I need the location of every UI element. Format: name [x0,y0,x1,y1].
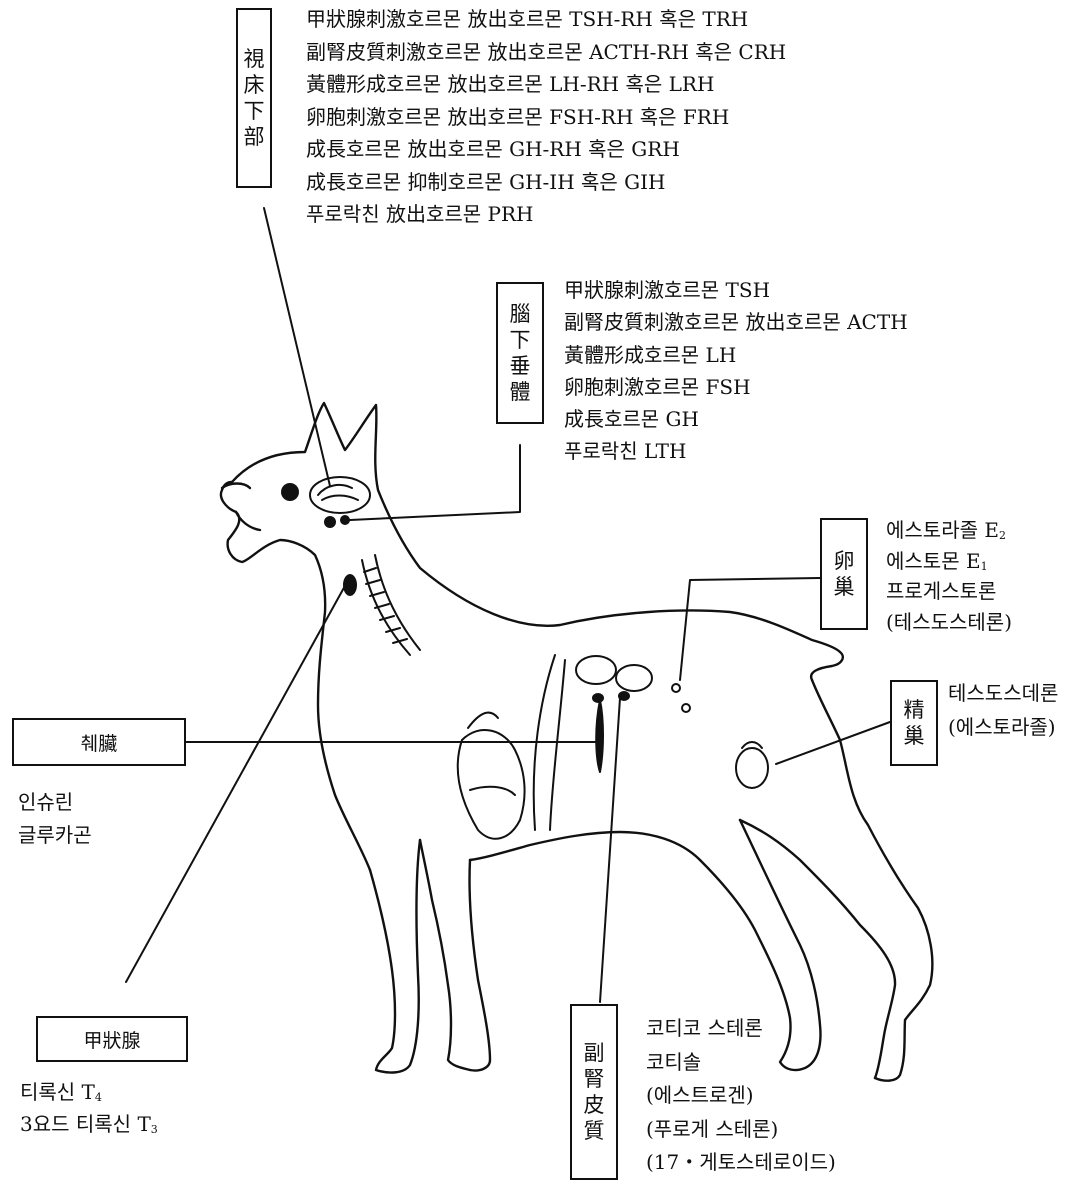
item-text: (테스도스테론) [886,609,1013,634]
pituitary-label-char: 腦 [509,302,531,326]
list-item: 卵胞刺激호르몬 FSH [564,374,751,399]
adrenal-label-char: 質 [583,1119,605,1143]
list-item: (푸로게 스테론) [646,1116,779,1141]
pituitary-dot [324,516,336,528]
list-item: 成長호르몬 放出호르몬 GH-RH 혹은 GRH [306,137,680,161]
ovary-hormone-list: 에스토라졸 E2 에스토몬 E1 프로게스토론 (테스도스테론) [886,515,1012,637]
list-item: 에스토몬 E1 [886,546,1012,577]
ovary-line [679,577,821,681]
adrenal-cortex-label-box: 副 腎 皮 質 [570,1004,618,1180]
hypothalamus-label-char: 部 [243,125,265,149]
list-item: 甲狀腺刺激호르몬 TSH [564,278,771,302]
adrenal-label-char: 皮 [583,1093,605,1117]
item-subscript: 1 [980,559,988,573]
thyroid-label-box: 甲狀腺 [36,1016,188,1062]
ovary-label-char: 卵 [833,549,855,573]
organ-sketches [281,476,769,840]
hypothalamus-label-char: 床 [243,73,265,97]
pituitary-label-char: 體 [509,380,531,404]
adrenal-sliver [595,699,604,773]
pancreas-label: 췌臟 [80,732,118,755]
item-text: 에스토라졸 E [886,518,999,542]
item-text: 3요드 티록신 T [20,1112,151,1136]
pituitary-label-char: 下 [509,328,531,352]
list-item: 테스도스데론 [948,681,1059,705]
list-item: (에스토라졸) [948,715,1056,739]
item-text: 프로게스토론 [886,579,997,603]
testis-hormone-list: 테스도스데론 (에스토라졸) [948,676,1058,744]
ovary-label-char: 巢 [833,575,855,599]
adrenal-line [599,697,621,1003]
list-item: 글루카곤 [18,823,92,847]
ovary-dot [671,683,681,693]
ovary-label-box: 卵 巢 [820,518,868,630]
list-item: 푸로락친 放出호르몬 PRH [306,202,534,226]
item-subscript: 3 [150,1123,158,1136]
item-subscript: 2 [998,529,1006,542]
list-item: 黃體形成호르몬 放出호르몬 LH-RH 혹은 LRH [306,72,715,96]
thyroid-hormone-list: 티록신 T4 3요드 티록신 T3 [20,1076,158,1140]
item-subscript: 4 [94,1091,102,1104]
item-text: 에스토몬 E [886,548,981,573]
leader-lines [125,207,891,1003]
adrenal-label-char: 副 [583,1041,605,1065]
hypothalamus-line [263,207,331,487]
list-item: 副腎皮質刺激호르몬 放出호르몬 ACTH [564,310,908,335]
testis-label-box: 精 巢 [890,680,938,766]
testis-label-char: 精 [903,698,925,722]
list-item: 티록신 T4 [20,1076,158,1108]
list-item: 成長호르몬 GH [564,407,699,432]
hypothalamus-label-char: 視 [243,47,265,71]
testis-shape [735,747,769,789]
eye-shape [281,483,299,501]
list-item: 코티코 스테론 [646,1016,763,1040]
adrenal-label-char: 腎 [583,1067,605,1091]
list-item: 코티솔 [646,1049,702,1074]
hypothalamus-hormone-list: 甲狀腺刺激호르몬 放出호르몬 TSH-RH 혹은 TRH 副腎皮質刺激호르몬 放… [306,3,786,231]
list-item: 黃體形成호르몬 LH [564,342,737,367]
list-item: 副腎皮質刺激호르몬 放出호르몬 ACTH-RH 혹은 CRH [306,39,787,64]
dog-outline [219,401,934,1082]
testis-line [775,721,891,765]
thyroid-dot [343,574,357,596]
pituitary-line [349,444,521,521]
list-item: 인슈린 [18,790,74,814]
list-item: 에스토라졸 E2 [886,515,1012,546]
pituitary-hormone-list: 甲狀腺刺激호르몬 TSH 副腎皮質刺激호르몬 放出호르몬 ACTH 黃體形成호르… [564,274,908,468]
item-text: 티록신 T [20,1080,95,1104]
testis-label-char: 巢 [903,724,925,748]
thyroid-line [125,583,347,983]
list-item: 프로게스토론 [886,576,1012,607]
kidney-right [615,664,653,692]
kidney-left [575,655,617,685]
pancreas-label-box: 췌臟 [12,718,186,766]
list-item: 卵胞刺激호르몬 放出호르몬 FSH-RH 혹은 FRH [306,104,730,129]
list-item: 3요드 티록신 T3 [20,1108,158,1140]
list-item: 成長호르몬 抑制호르몬 GH-IH 혹은 GIH [306,169,666,194]
pancreas-hormone-list: 인슈린 글루카곤 [18,786,92,852]
list-item: (테스도스테론) [886,607,1012,638]
list-item: 푸로락친 LTH [564,439,687,464]
brain-shape [309,476,371,514]
hypothalamus-label-char: 下 [243,99,265,123]
heart-shape [456,729,526,840]
list-item: 甲狀腺刺激호르몬 放出호르몬 TSH-RH 혹은 TRH [306,7,749,31]
hypothalamus-label-box: 視 床 下 部 [236,8,272,188]
pituitary-label-char: 垂 [509,354,531,378]
adrenal-cortex-hormone-list: 코티코 스테론 코티솔 (에스트로겐) (푸로게 스테론) (17・게토스테로이… [646,1012,836,1180]
list-item: (에스트로겐) [646,1083,754,1107]
thyroid-label: 甲狀腺 [83,1029,141,1052]
list-item: (17・게토스테로이드) [646,1150,836,1174]
pituitary-label-box: 腦 下 垂 體 [496,282,544,424]
